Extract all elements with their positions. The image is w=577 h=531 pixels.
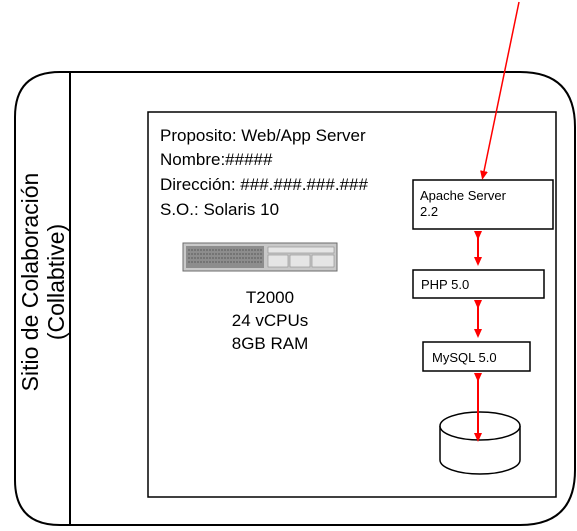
server-name: Nombre:#####: [160, 150, 273, 169]
side-title-line1: Sitio de Colaboración: [17, 172, 43, 392]
side-title-band: [14, 71, 71, 526]
mysql-label: MySQL 5.0: [432, 350, 497, 365]
server-ram: 8GB RAM: [231, 334, 309, 353]
server-address: Dirección: ###.###.###.###: [160, 175, 368, 194]
rack-server-icon: [182, 242, 338, 272]
apache-label-line2: 2.2: [420, 204, 439, 219]
database-cylinder-icon: [439, 411, 521, 475]
side-title-line2: (Collabtive): [43, 223, 69, 341]
apache-box: [412, 179, 554, 230]
server-cpus: 24 vCPUs: [231, 311, 309, 330]
server-model: T2000: [245, 288, 295, 307]
server-purpose: Proposito: Web/App Server: [160, 126, 366, 145]
incoming-request-arrow: [480, 1, 520, 180]
server-os: S.O.: Solaris 10: [160, 200, 280, 219]
php-box: [412, 269, 545, 299]
php-label: PHP 5.0: [421, 277, 470, 292]
apache-label-line1: Apache Server: [420, 188, 506, 203]
mysql-box: [422, 341, 531, 372]
